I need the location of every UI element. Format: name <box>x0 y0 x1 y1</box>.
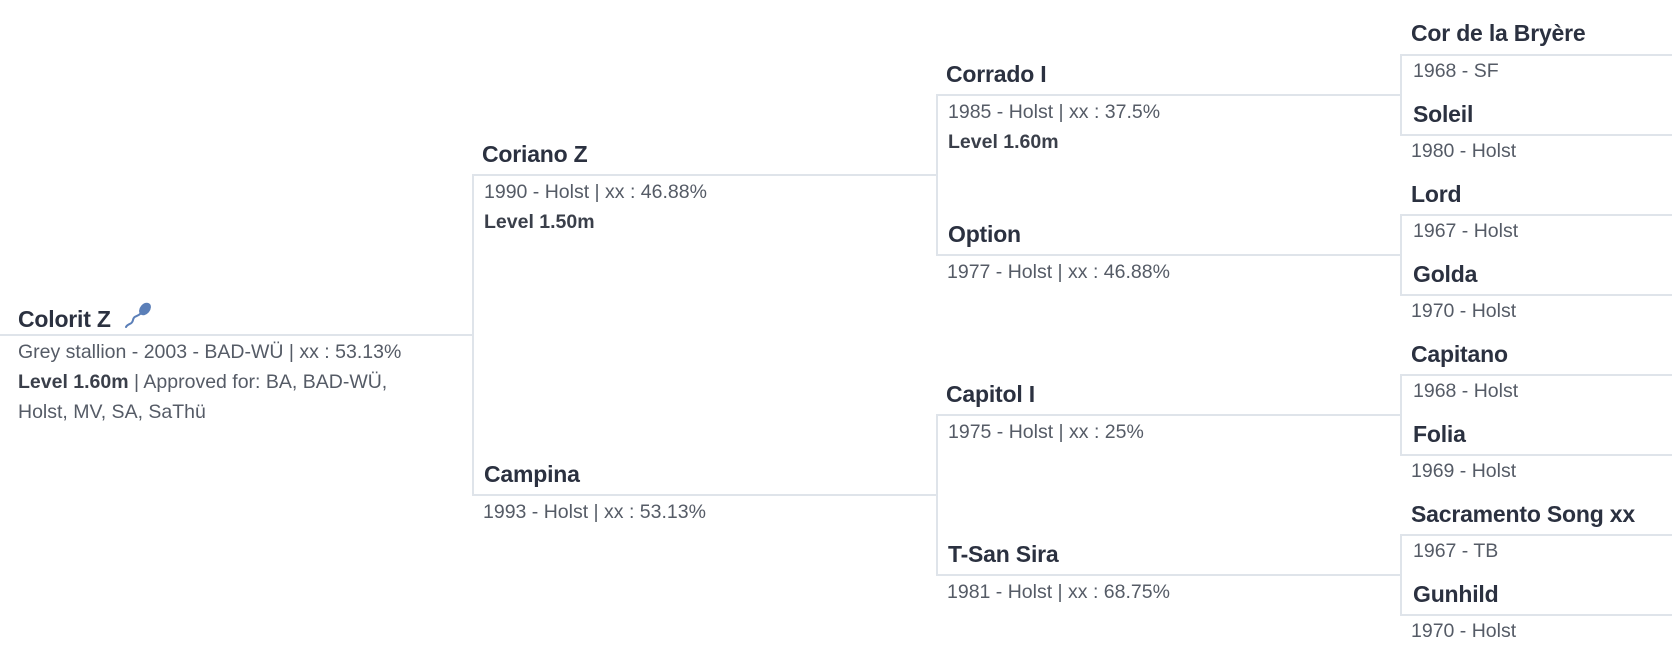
ancestor-name[interactable]: Gunhild <box>1413 581 1499 608</box>
sire-level: Level 1.50m <box>484 211 595 233</box>
subject-approved: | Approved for: BA, BAD-WÜ, <box>128 371 388 393</box>
sperm-icon <box>123 301 153 335</box>
connector <box>1400 134 1672 136</box>
connector <box>0 334 472 336</box>
ancestor-name[interactable]: Cor de la Bryère <box>1411 20 1586 47</box>
ancestor-info: 1969 - Holst <box>1411 460 1517 482</box>
subject-level: Level 1.60m <box>18 371 129 393</box>
ancestor-name[interactable]: Lord <box>1411 181 1462 208</box>
connector <box>936 94 1400 96</box>
ancestor-info: 1968 - Holst <box>1413 380 1519 402</box>
sire-link[interactable]: Coriano Z <box>482 141 588 167</box>
ancestor-info: 1970 - Holst <box>1411 300 1517 322</box>
connector <box>1400 214 1402 296</box>
ancestor-link[interactable]: Gunhild <box>1413 581 1499 607</box>
sire-sire-level: Level 1.60m <box>948 131 1059 153</box>
connector <box>472 174 474 496</box>
dam-info: 1993 - Holst | xx : 53.13% <box>483 501 706 523</box>
ancestor-name[interactable]: Golda <box>1413 261 1477 288</box>
connector <box>472 494 936 496</box>
dam-dam-info: 1981 - Holst | xx : 68.75% <box>947 581 1170 603</box>
connector <box>936 254 1400 256</box>
subject-horse-link[interactable]: Colorit Z <box>18 306 111 332</box>
connector <box>1400 454 1672 456</box>
connector <box>1400 54 1672 56</box>
connector <box>936 574 1400 576</box>
ancestor-info: 1980 - Holst <box>1411 140 1517 162</box>
ancestor-name[interactable]: Folia <box>1413 421 1466 448</box>
ancestor-name[interactable]: Sacramento Song xx <box>1411 501 1635 528</box>
ancestor-link[interactable]: Sacramento Song xx <box>1411 501 1635 527</box>
connector <box>1400 614 1672 616</box>
connector <box>1400 214 1672 216</box>
connector <box>1400 54 1402 136</box>
ancestor-name[interactable]: Capitano <box>1411 341 1508 368</box>
connector <box>1400 294 1672 296</box>
sire-sire-name[interactable]: Corrado I <box>946 61 1047 88</box>
sire-sire-info-line: 1985 - Holst | xx : 37.5% <box>948 101 1161 123</box>
connector <box>472 174 936 176</box>
subject-horse-info: Grey stallion - 2003 - BAD-WÜ | xx : 53.… <box>18 337 458 427</box>
ancestor-info: 1967 - TB <box>1413 540 1499 562</box>
sire-info: 1990 - Holst | xx : 46.88% Level 1.50m <box>484 177 707 237</box>
subject-approved-cont: Holst, MV, SA, SaThü <box>18 401 206 423</box>
subject-horse-name[interactable]: Colorit Z <box>18 301 153 335</box>
dam-name[interactable]: Campina <box>484 461 580 488</box>
ancestor-info: 1968 - SF <box>1413 60 1499 82</box>
dam-sire-name[interactable]: Capitol I <box>946 381 1035 408</box>
ancestor-link[interactable]: Golda <box>1413 261 1478 287</box>
ancestor-link[interactable]: Lord <box>1411 181 1462 207</box>
ancestor-link[interactable]: Soleil <box>1413 101 1474 127</box>
ancestor-name[interactable]: Soleil <box>1413 101 1473 128</box>
sire-name[interactable]: Coriano Z <box>482 141 588 168</box>
ancestor-link[interactable]: Capitano <box>1411 341 1508 367</box>
ancestor-link[interactable]: Folia <box>1413 421 1466 447</box>
connector <box>1400 374 1672 376</box>
sire-dam-link[interactable]: Option <box>948 221 1021 247</box>
sire-sire-info: 1985 - Holst | xx : 37.5% Level 1.60m <box>948 97 1160 157</box>
sire-info-line: 1990 - Holst | xx : 46.88% <box>484 181 707 203</box>
dam-dam-link[interactable]: T-San Sira <box>948 541 1059 567</box>
connector <box>1400 374 1402 456</box>
sire-dam-name[interactable]: Option <box>948 221 1021 248</box>
connector <box>936 414 938 576</box>
dam-link[interactable]: Campina <box>484 461 580 487</box>
ancestor-info: 1967 - Holst <box>1413 220 1519 242</box>
sire-sire-link[interactable]: Corrado I <box>946 61 1047 87</box>
ancestor-link[interactable]: Cor de la Bryère <box>1411 20 1586 46</box>
dam-sire-info: 1975 - Holst | xx : 25% <box>948 421 1144 443</box>
ancestor-info: 1970 - Holst <box>1411 620 1517 642</box>
connector <box>1400 534 1402 616</box>
subject-level-line: Level 1.60m | Approved for: BA, BAD-WÜ, <box>18 367 458 397</box>
connector <box>1400 534 1672 536</box>
sire-dam-info: 1977 - Holst | xx : 46.88% <box>947 261 1170 283</box>
dam-dam-name[interactable]: T-San Sira <box>948 541 1059 568</box>
connector <box>936 94 938 256</box>
dam-sire-link[interactable]: Capitol I <box>946 381 1035 407</box>
subject-info-line: Grey stallion - 2003 - BAD-WÜ | xx : 53.… <box>18 341 402 363</box>
connector <box>936 414 1400 416</box>
